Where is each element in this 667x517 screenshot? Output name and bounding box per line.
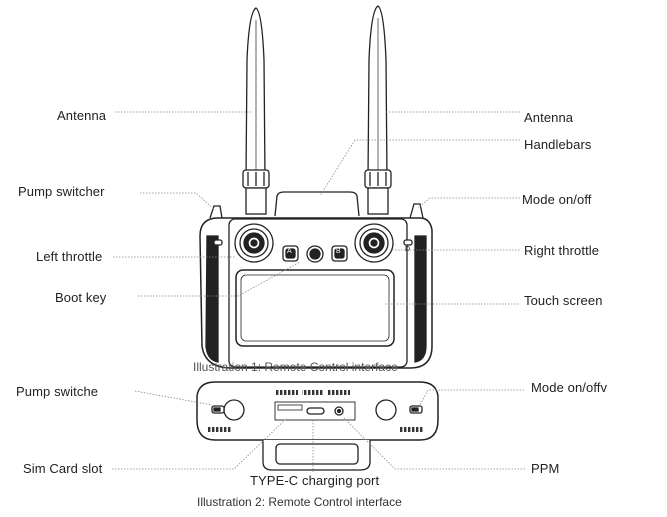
antenna-left-label: Antenna [57, 108, 107, 123]
handlebar [274, 191, 360, 217]
left-antenna [245, 7, 266, 179]
right-d-mark: D [405, 246, 411, 253]
sim-card-slot-label: Sim Card slot [23, 461, 103, 476]
type-c-port-label: TYPE-C charging port [250, 473, 380, 488]
right-throttle-label: Right throttle [524, 243, 600, 258]
boot-key-label: Boot key [55, 290, 107, 305]
illustration-1-caption: Illustration 1: Remote Control interface [193, 360, 398, 374]
right-throttle-stick [354, 223, 394, 263]
right-button-mark: B [336, 248, 341, 255]
leader-lines [112, 111, 525, 472]
pump-switcher-label: Pump switcher [18, 184, 105, 199]
touch-screen [235, 269, 395, 347]
right-antenna [367, 5, 388, 179]
left-throttle-stick [234, 223, 274, 263]
pump-switche-label: Pump switche [16, 384, 99, 399]
bottom-view [196, 381, 439, 471]
mode-on-offv-label: Mode on/offv [531, 380, 608, 395]
left-c-mark: C [214, 246, 220, 253]
handlebars-label: Handlebars [524, 137, 592, 152]
left-throttle-label: Left throttle [36, 249, 103, 264]
touch-screen-label: Touch screen [524, 293, 603, 308]
left-button-mark: A [287, 248, 292, 255]
ppm-label: PPM [531, 461, 560, 476]
top-view [199, 5, 433, 369]
antenna-right-label: Antenna [524, 110, 574, 125]
illustration-2-caption: Illustration 2: Remote Control interface [197, 495, 402, 509]
mode-on-off-label: Mode on/off [522, 192, 592, 207]
